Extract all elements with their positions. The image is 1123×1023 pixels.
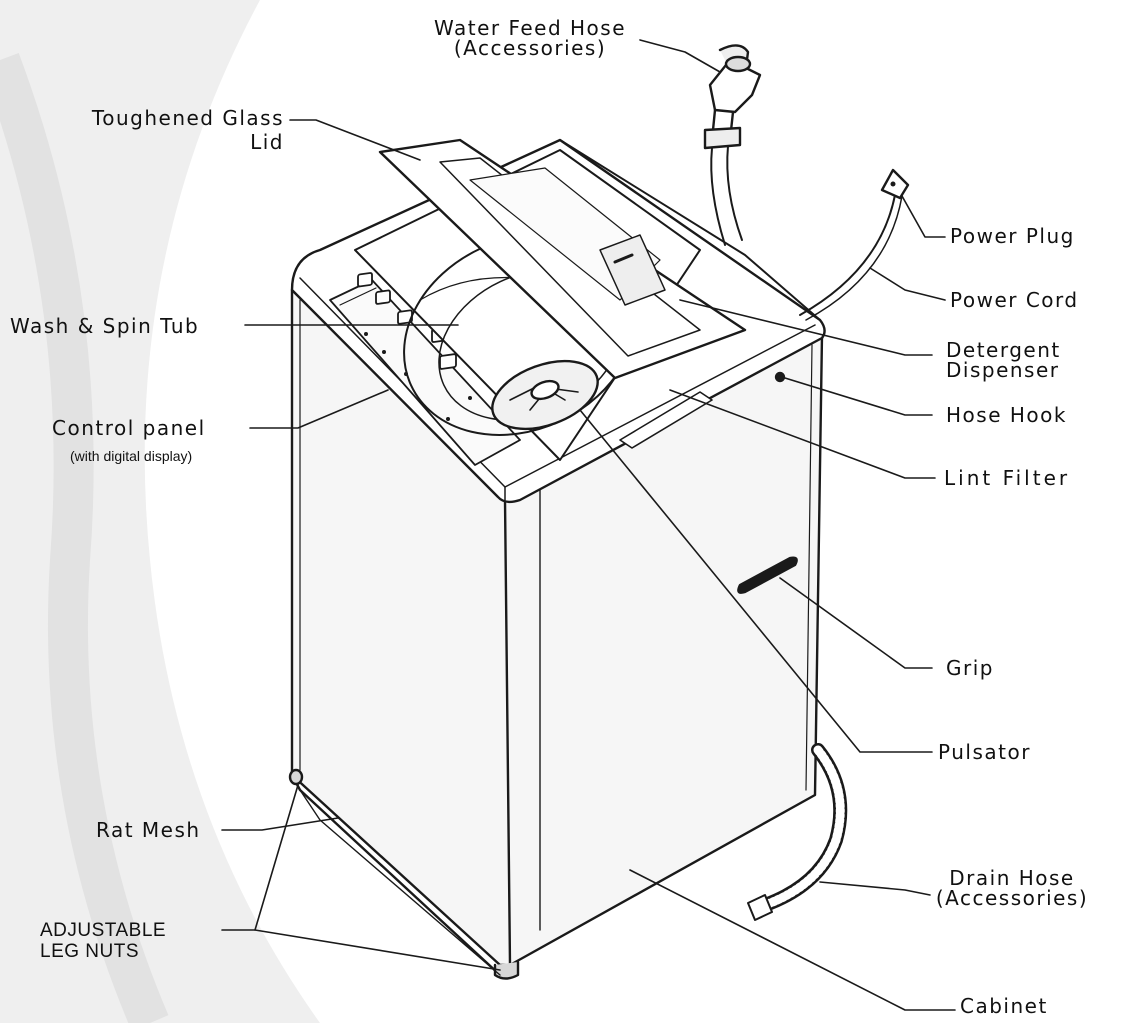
leader-lines bbox=[221, 39, 956, 1011]
label-control-panel: Control panel bbox=[52, 416, 206, 440]
pulsator-drawing bbox=[491, 359, 599, 431]
label-power-cord: Power Cord bbox=[950, 288, 1079, 312]
label-grip: Grip bbox=[946, 656, 994, 680]
label-detergent-dispenser: Detergent Dispenser bbox=[946, 338, 1061, 382]
label-lint-filter: Lint Filter bbox=[944, 466, 1071, 490]
label-pulsator: Pulsator bbox=[938, 740, 1031, 764]
hose-hook-drawing bbox=[774, 371, 786, 383]
glass-lid bbox=[378, 138, 821, 380]
power-cord-drawing bbox=[799, 168, 910, 321]
cabinet-body bbox=[288, 288, 824, 980]
label-adjustable-leg-nuts: ADJUSTABLE LEG NUTS bbox=[40, 920, 167, 962]
label-drain-hose: Drain Hose (Accessories) bbox=[935, 866, 1089, 910]
grip-drawing bbox=[737, 556, 798, 594]
label-toughened-glass-lid: Toughened Glass Lid bbox=[91, 106, 284, 154]
label-hose-hook: Hose Hook bbox=[946, 403, 1067, 427]
label-cabinet: Cabinet bbox=[960, 994, 1048, 1018]
label-power-plug: Power Plug bbox=[950, 224, 1075, 248]
label-rat-mesh: Rat Mesh bbox=[96, 818, 201, 842]
label-water-feed-hose: Water Feed Hose (Accessories) bbox=[433, 16, 627, 60]
label-control-panel-note: (with digital display) bbox=[70, 448, 193, 464]
water-tap-drawing bbox=[703, 44, 762, 246]
drain-hose-drawing bbox=[747, 743, 848, 921]
label-wash-spin-tub: Wash & Spin Tub bbox=[10, 314, 200, 338]
